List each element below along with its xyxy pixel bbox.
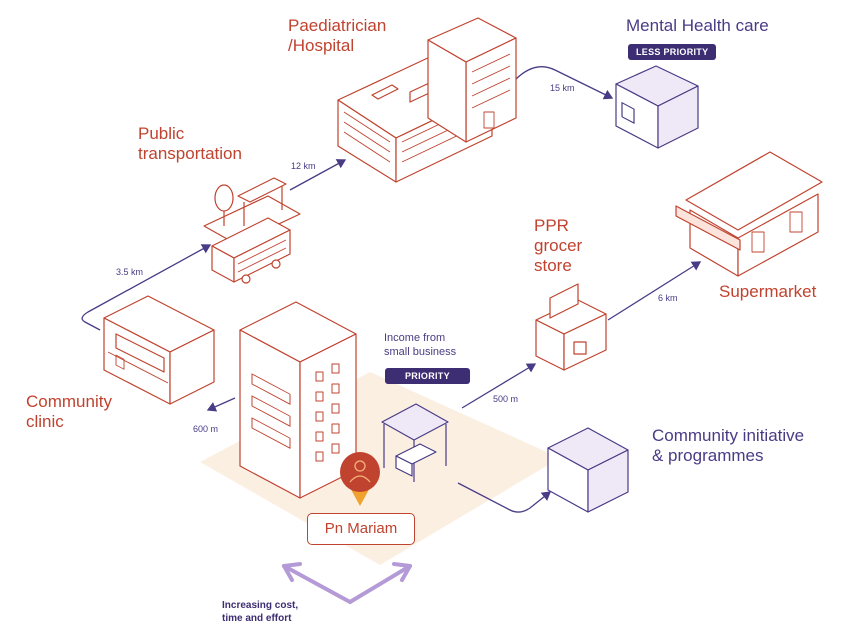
connector-building-to-clinic xyxy=(206,397,236,412)
supermarket-building xyxy=(675,151,823,277)
mental-health-building xyxy=(615,65,699,149)
distance-to-supermarket: 6 km xyxy=(658,293,678,303)
bus-stop-and-bus xyxy=(203,177,301,284)
distance-to-mental-health: 15 km xyxy=(550,83,575,93)
apartment-building xyxy=(239,301,357,499)
axis-caption: Increasing cost, time and effort xyxy=(222,600,299,624)
person-pin-icon xyxy=(340,452,380,506)
ppr-grocer-store xyxy=(535,283,607,371)
hospital-building xyxy=(337,17,517,183)
label-ppr-grocer: PPR grocer store xyxy=(534,216,583,275)
label-paediatrician: Paediatrician /Hospital xyxy=(288,16,387,55)
connector-ppr-to-supermarket xyxy=(607,261,702,321)
label-community-initiative: Community initiative & programmes xyxy=(652,426,805,465)
priority-badge: PRIORITY xyxy=(385,368,470,384)
connector-transport-to-hospital xyxy=(289,159,347,191)
less-priority-badge: LESS PRIORITY xyxy=(628,44,717,60)
distance-to-hospital: 12 km xyxy=(291,161,316,171)
connector-hospital-to-mental xyxy=(514,66,614,100)
cost-effort-axis-arrows xyxy=(282,562,412,604)
connector-building-to-ppr xyxy=(461,363,537,409)
distance-to-clinic: 600 m xyxy=(193,424,219,434)
label-income-small-business: Income from small business xyxy=(384,332,457,358)
connector-building-to-community xyxy=(457,482,552,513)
label-mental-health: Mental Health care xyxy=(626,16,769,35)
connector-clinic-to-transport xyxy=(81,244,212,331)
distance-to-ppr-grocer: 500 m xyxy=(493,394,519,404)
person-name-box: Pn Mariam xyxy=(307,513,415,545)
community-initiative-building xyxy=(547,427,629,513)
label-public-transport: Public transportation xyxy=(138,124,242,163)
distance-to-transport: 3.5 km xyxy=(116,267,144,277)
small-business-stall xyxy=(381,403,449,482)
clinic-building xyxy=(103,295,215,405)
label-community-clinic: Community clinic xyxy=(26,392,112,431)
label-supermarket: Supermarket xyxy=(719,282,817,301)
